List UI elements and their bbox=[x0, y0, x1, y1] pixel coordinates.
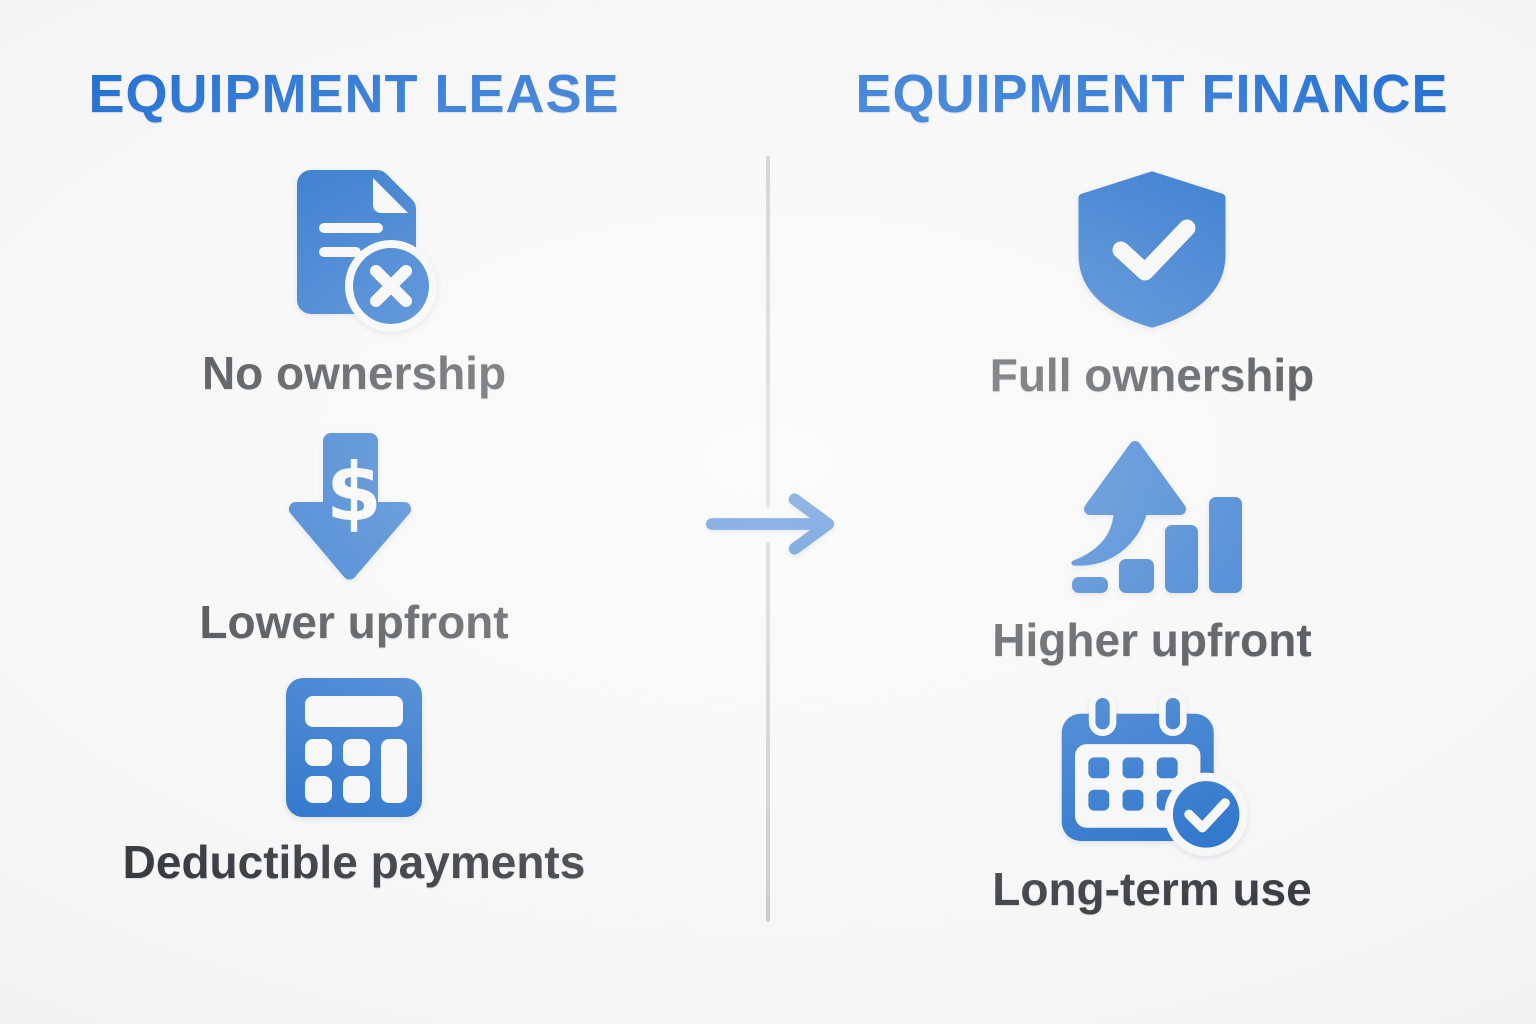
feature-label: No ownership bbox=[201, 347, 507, 400]
feature-label: Higher upfront bbox=[992, 613, 1312, 666]
feature-label: Full ownership bbox=[989, 349, 1315, 402]
feature-label: Deductible payments bbox=[122, 836, 586, 888]
shield-check-icon bbox=[1078, 171, 1226, 328]
dollar-down-arrow-icon: $ bbox=[288, 432, 411, 580]
svg-text:$: $ bbox=[326, 446, 382, 539]
feature-label: Lower upfront bbox=[199, 595, 509, 648]
feature-full-ownership: Full ownership bbox=[989, 124, 1315, 402]
divider-line-bottom bbox=[766, 542, 770, 922]
equipment-lease-column: EQUIPMENT LEASE No ownership $ Lower upf… bbox=[0, 0, 708, 889]
document-x-icon bbox=[297, 170, 437, 333]
right-arrow-icon bbox=[705, 493, 835, 555]
calendar-check-icon bbox=[1061, 691, 1248, 857]
feature-long-term-use: Long-term use bbox=[992, 667, 1312, 916]
equipment-finance-column: EQUIPMENT FINANCE Full ownership Higher … bbox=[768, 0, 1536, 916]
equipment-finance-title: EQUIPMENT FINANCE bbox=[855, 64, 1449, 124]
feature-higher-upfront: Higher upfront bbox=[992, 403, 1312, 667]
equipment-lease-title: EQUIPMENT LEASE bbox=[88, 64, 620, 124]
growth-chart-icon bbox=[1071, 440, 1242, 593]
feature-deductible-payments: Deductible payments bbox=[122, 649, 586, 889]
calculator-icon bbox=[286, 678, 422, 817]
feature-label: Long-term use bbox=[992, 863, 1312, 915]
feature-no-ownership: No ownership bbox=[202, 124, 506, 400]
divider-line-top bbox=[766, 156, 770, 508]
feature-lower-upfront: $ Lower upfront bbox=[199, 401, 509, 649]
